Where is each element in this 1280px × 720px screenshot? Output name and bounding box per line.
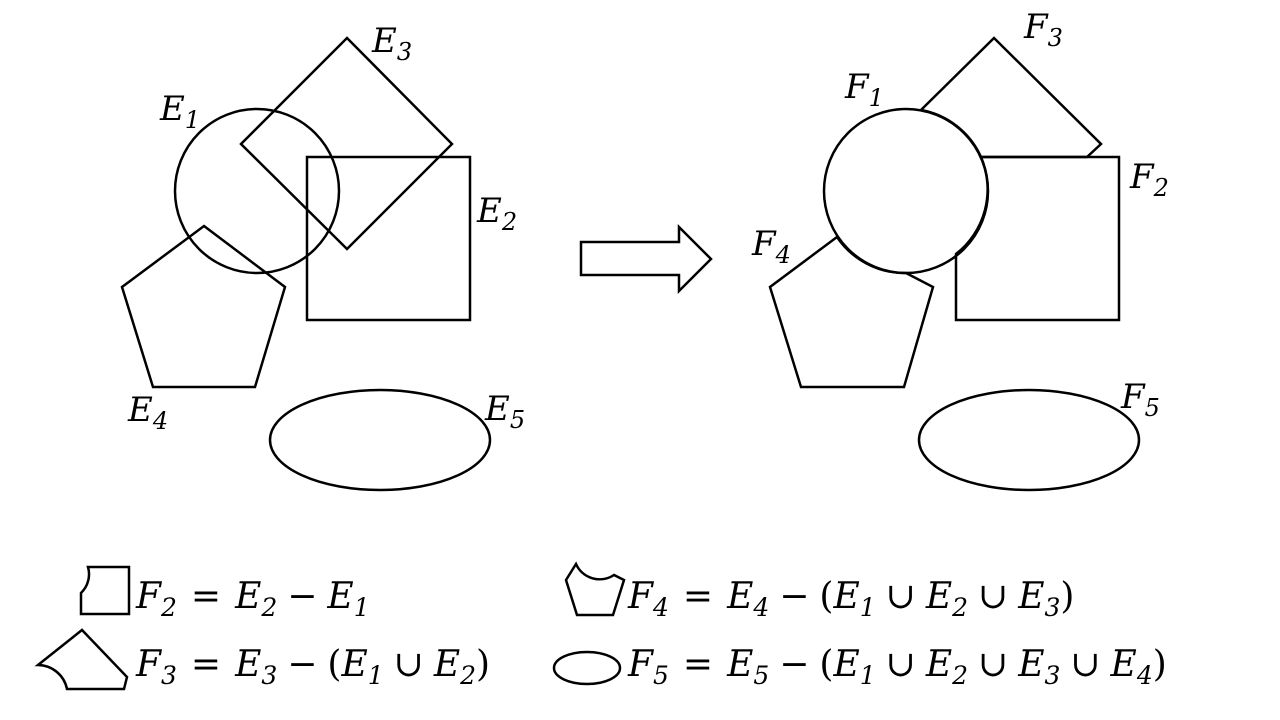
legend-f3-equation: F3=E3−(E1∪E2) [135,644,490,690]
label-f5: F5 [1120,377,1160,422]
label-e1: E1 [159,89,200,134]
legend: F2=E2−E1 F3=E3−(E1∪E2) F4=E4−(E1∪E2∪E3) … [34,561,1167,691]
label-e4: E4 [127,390,168,435]
set-e1-circle [173,107,341,275]
label-f4: F4 [751,224,791,269]
left-diagram: E1 E2 E3 E4 E5 [120,21,525,492]
legend-f2-equation: F2=E2−E1 [135,576,370,622]
set-f2-shape [954,155,1121,322]
set-e2-square [305,155,472,322]
set-f5-ellipse [917,388,1141,492]
label-e2: E2 [476,191,517,236]
set-e5-ellipse [268,388,492,492]
legend-f3-shape-icon [34,628,129,691]
label-f3: F3 [1023,7,1063,52]
set-f3-shape [918,36,1103,159]
legend-f2-shape-icon [79,565,131,616]
legend-f4-shape-icon [564,561,626,617]
set-f4-shape [768,235,935,389]
label-e5: E5 [484,389,525,434]
label-f1: F1 [844,67,884,112]
set-e3-diamond [239,36,454,251]
legend-f5-equation: F5=E5−(E1∪E2∪E3∪E4) [627,644,1167,690]
transform-arrow [579,223,713,295]
label-e3: E3 [371,21,412,66]
legend-f5-shape-icon [552,650,622,686]
label-f2: F2 [1129,157,1169,202]
legend-f4-equation: F4=E4−(E1∪E2∪E3) [627,576,1074,622]
right-diagram: F1 F2 F3 F4 F5 [751,7,1169,492]
set-e4-pentagon [120,224,287,389]
